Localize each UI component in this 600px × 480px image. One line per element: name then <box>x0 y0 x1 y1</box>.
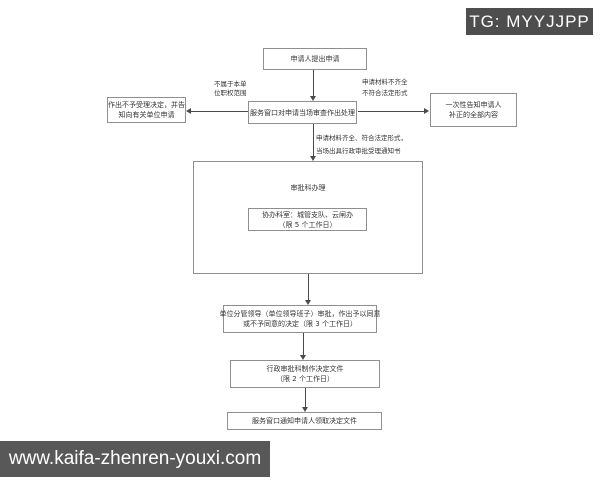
edge-label-incomplete-line2: 不符合法定形式 <box>362 89 408 97</box>
connector-window-to-reject <box>191 111 248 112</box>
node-make-document: 行政审批科制作决定文件 （限 2 个工作日） <box>230 360 380 388</box>
connector-approval-to-leader <box>308 274 309 300</box>
node-window-review-label: 服务窗口对申请当场审查作出处理 <box>250 108 355 117</box>
edge-label-complete-line1: 申请材料齐全、符合法定形式， <box>316 134 407 142</box>
node-supplement-line1: 一次性告知申请人 <box>445 101 502 109</box>
arrowhead-left-icon <box>186 108 191 114</box>
edge-label-not-in-scope: 不属于本单 位职权范围 <box>214 80 247 98</box>
connector-start-to-window <box>313 70 314 97</box>
node-document-line2: （限 2 个工作日） <box>276 375 334 383</box>
connector-leader-to-document <box>303 333 304 355</box>
node-notify-applicant: 服务窗口通知申请人领取决定文件 <box>227 412 382 430</box>
node-leader-approval: 单位分管领导（单位领导班子）审批，作出予以同意 或不予同意的决定（限 3 个工作… <box>220 305 381 333</box>
node-supplement-notice: 一次性告知申请人 补正的全部内容 <box>430 93 517 127</box>
node-document-line1: 行政审批科制作决定文件 <box>266 365 344 373</box>
tg-watermark-badge: TG: MYYJJPP <box>466 8 593 35</box>
node-reject-line1: 作出不予受理决定，并告 <box>108 101 185 109</box>
arrowhead-down-icon <box>310 96 316 101</box>
site-url-watermark: www.kaifa-zhenren-youxi.com <box>0 441 270 477</box>
arrowhead-down-icon <box>302 407 308 412</box>
node-start-label: 申请人提出申请 <box>290 55 340 63</box>
node-notify-label: 服务窗口通知申请人领取决定文件 <box>252 417 357 425</box>
edge-label-not-in-scope-line2: 位职权范围 <box>214 89 247 97</box>
arrowhead-down-icon <box>300 355 306 360</box>
node-reject-decision: 作出不予受理决定，并告 知向有关单位申请 <box>107 97 186 123</box>
connector-window-to-approval <box>313 124 314 156</box>
edge-label-incomplete-line1: 申请材料不齐全 <box>362 78 408 86</box>
edge-label-incomplete-materials: 申请材料不齐全 不符合法定形式 <box>362 77 408 99</box>
arrowhead-down-icon <box>305 300 311 305</box>
edge-label-complete-line2: 当场出具行政审批受理通知书 <box>316 147 401 155</box>
edge-label-not-in-scope-line1: 不属于本单 <box>214 80 247 88</box>
node-leader-line1: 单位分管领导（单位领导班子）审批，作出予以同意 <box>219 310 381 318</box>
arrowhead-down-icon <box>310 156 316 161</box>
node-start: 申请人提出申请 <box>263 48 367 70</box>
node-reject-line2: 知向有关单位申请 <box>118 111 175 119</box>
connector-window-to-supplement <box>358 111 424 112</box>
connector-document-to-notify <box>305 388 306 407</box>
node-leader-line2: 或不予同意的决定（限 3 个工作日） <box>243 320 357 328</box>
node-supplement-line2: 补正的全部内容 <box>449 111 498 119</box>
node-assist-line2: （限 5 个工作日） <box>278 220 337 229</box>
node-approval-section-title: 审批科办理 <box>290 184 326 192</box>
node-assist-line1: 协办科室：城管支队、云闸办 <box>262 210 353 219</box>
edge-label-complete-materials: 申请材料齐全、符合法定形式， 当场出具行政审批受理通知书 <box>316 132 407 158</box>
node-assist-departments: 协办科室：城管支队、云闸办 （限 5 个工作日） <box>248 208 367 231</box>
node-window-review: 服务窗口对申请当场审查作出处理 <box>248 101 357 124</box>
arrowhead-right-icon <box>424 108 429 114</box>
